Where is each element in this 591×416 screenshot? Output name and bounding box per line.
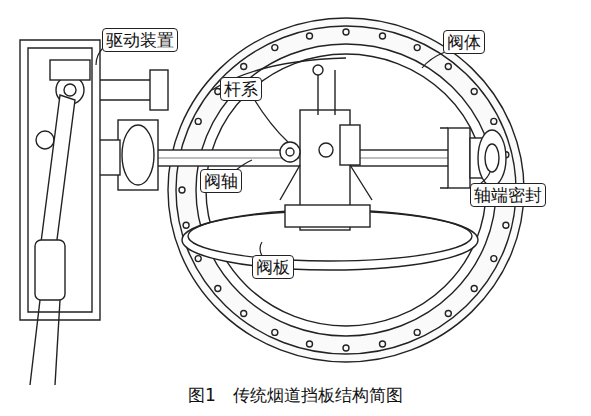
linkage bbox=[280, 65, 372, 230]
bolt-hole bbox=[307, 341, 313, 347]
bolt-hole bbox=[195, 256, 201, 262]
bolt-hole bbox=[491, 256, 497, 262]
bolt-hole bbox=[471, 286, 477, 292]
linkage-label: 杆系 bbox=[220, 77, 262, 101]
valve-body-label: 阀体 bbox=[443, 30, 485, 54]
valve-plate-label: 阀板 bbox=[252, 255, 294, 279]
bolt-hole bbox=[272, 45, 278, 51]
bolt-hole bbox=[503, 222, 509, 228]
shaft-end-seal bbox=[440, 128, 506, 188]
bolt-hole bbox=[380, 341, 386, 347]
bolt-hole bbox=[445, 64, 451, 70]
bolt-hole bbox=[241, 64, 247, 70]
shaft-seal-label: 轴端密封 bbox=[470, 183, 546, 207]
bolt-hole bbox=[343, 29, 349, 35]
bolt-hole bbox=[215, 286, 221, 292]
bolt-hole bbox=[343, 345, 349, 351]
bolt-hole bbox=[179, 187, 185, 193]
bolt-hole bbox=[183, 222, 189, 228]
leader-lines bbox=[96, 48, 490, 256]
bolt-hole bbox=[380, 33, 386, 39]
bolt-hole bbox=[272, 329, 278, 335]
bolt-hole bbox=[195, 118, 201, 124]
bolt-hole bbox=[241, 311, 247, 317]
drive-device bbox=[20, 40, 168, 385]
figure-caption: 图1 传统烟道挡板结构简图 bbox=[188, 384, 403, 406]
bolt-holes bbox=[179, 29, 513, 351]
valve-shaft-label: 阀轴 bbox=[200, 169, 242, 193]
bolt-hole bbox=[414, 329, 420, 335]
bolt-hole bbox=[307, 33, 313, 39]
bolt-hole bbox=[471, 89, 477, 95]
drive-device-label: 驱动装置 bbox=[102, 28, 178, 52]
bolt-hole bbox=[445, 311, 451, 317]
bolt-hole bbox=[414, 45, 420, 51]
bolt-hole bbox=[491, 118, 497, 124]
